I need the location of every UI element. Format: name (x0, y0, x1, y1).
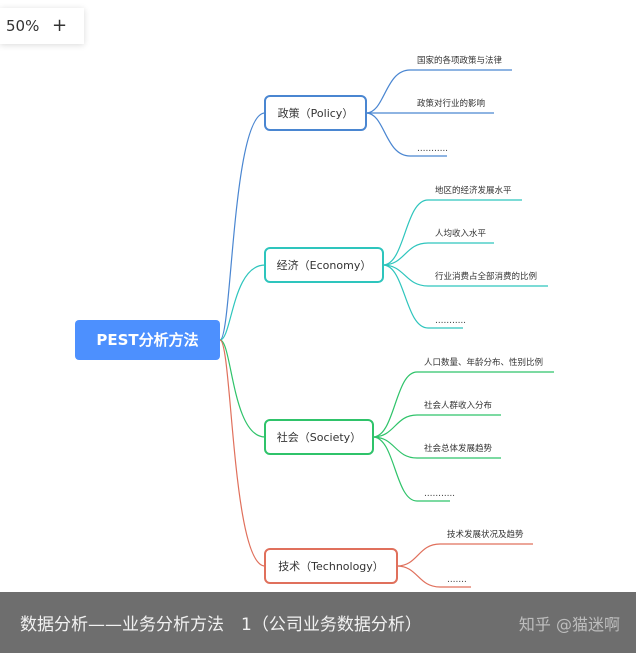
root-node[interactable]: PEST分析方法 (75, 320, 220, 360)
caption-bar: 数据分析——业务分析方法 1（公司业务数据分析） 知乎 @猫迷啊 (0, 592, 636, 653)
connector-root-economy (219, 264, 266, 341)
leaf-policy-1[interactable]: 国家的各项政策与法律 (417, 55, 503, 66)
connector-society-leaf-3 (372, 436, 501, 459)
branch-node-policy[interactable]: 政策（Policy） (264, 95, 367, 131)
branch-node-economy-label: 经济（Economy） (277, 258, 372, 272)
root-node-label: PEST分析方法 (96, 331, 198, 349)
connector-society-leaf-1 (372, 371, 554, 438)
root-node-box (75, 320, 220, 360)
branch-node-technology[interactable]: 技术（Technology） (264, 548, 398, 584)
leaf-society-1[interactable]: 人口数量、年龄分布、性别比例 (424, 357, 543, 368)
zoom-in-button[interactable]: + (52, 15, 68, 36)
connector-economy-leaf-3 (382, 264, 548, 287)
leaf-policy-3[interactable]: ……….. (417, 144, 448, 154)
connector-society-leaf-2 (372, 414, 501, 438)
leaf-society-4[interactable]: ……….. (424, 489, 455, 499)
zoom-level: 50% (6, 17, 40, 35)
branch-node-technology-box (264, 548, 398, 584)
connector-economy-leaf-2 (382, 242, 494, 266)
author-credit: 知乎 @猫迷啊 (518, 614, 620, 634)
leaf-economy-4[interactable]: ……….. (435, 316, 466, 326)
connector-economy-leaf-4 (382, 264, 463, 329)
branch-node-policy-box (264, 95, 367, 131)
connector-economy-leaf-1 (382, 199, 522, 266)
branch-node-policy-label: 政策（Policy） (278, 106, 354, 120)
branch-node-society-box (264, 419, 374, 455)
leaf-policy-2[interactable]: 政策对行业的影响 (417, 98, 485, 109)
branch-node-economy-box (264, 247, 384, 283)
connector-society-leaf-4 (372, 436, 450, 502)
leaf-economy-3[interactable]: 行业消费占全部消费的比例 (435, 271, 537, 282)
connector-root-society (219, 339, 266, 438)
connector-technology-leaf-1 (396, 543, 533, 567)
connector-technology-leaf-2 (396, 565, 471, 588)
leaf-economy-1[interactable]: 地区的经济发展水平 (435, 185, 512, 196)
leaf-society-2[interactable]: 社会人群收入分布 (424, 400, 492, 411)
leaf-economy-2[interactable]: 人均收入水平 (435, 228, 487, 239)
leaf-technology-2[interactable]: ……. (447, 575, 467, 585)
caption-title: 数据分析——业务分析方法 1（公司业务数据分析） (20, 615, 422, 635)
zoom-control: 50% + (0, 8, 84, 44)
branch-node-society[interactable]: 社会（Society） (264, 419, 374, 455)
connector-policy-leaf-3 (365, 112, 447, 157)
branch-node-economy[interactable]: 经济（Economy） (264, 247, 384, 283)
connector-policy-leaf-1 (365, 69, 512, 114)
leaf-society-3[interactable]: 社会总体发展趋势 (424, 443, 493, 454)
leaf-technology-1[interactable]: 技术发展状况及趋势 (447, 529, 524, 540)
branch-node-society-label: 社会（Society） (277, 430, 361, 444)
connector-root-policy (219, 112, 266, 341)
connector-root-technology (219, 339, 266, 567)
branch-node-technology-label: 技术（Technology） (278, 560, 384, 573)
